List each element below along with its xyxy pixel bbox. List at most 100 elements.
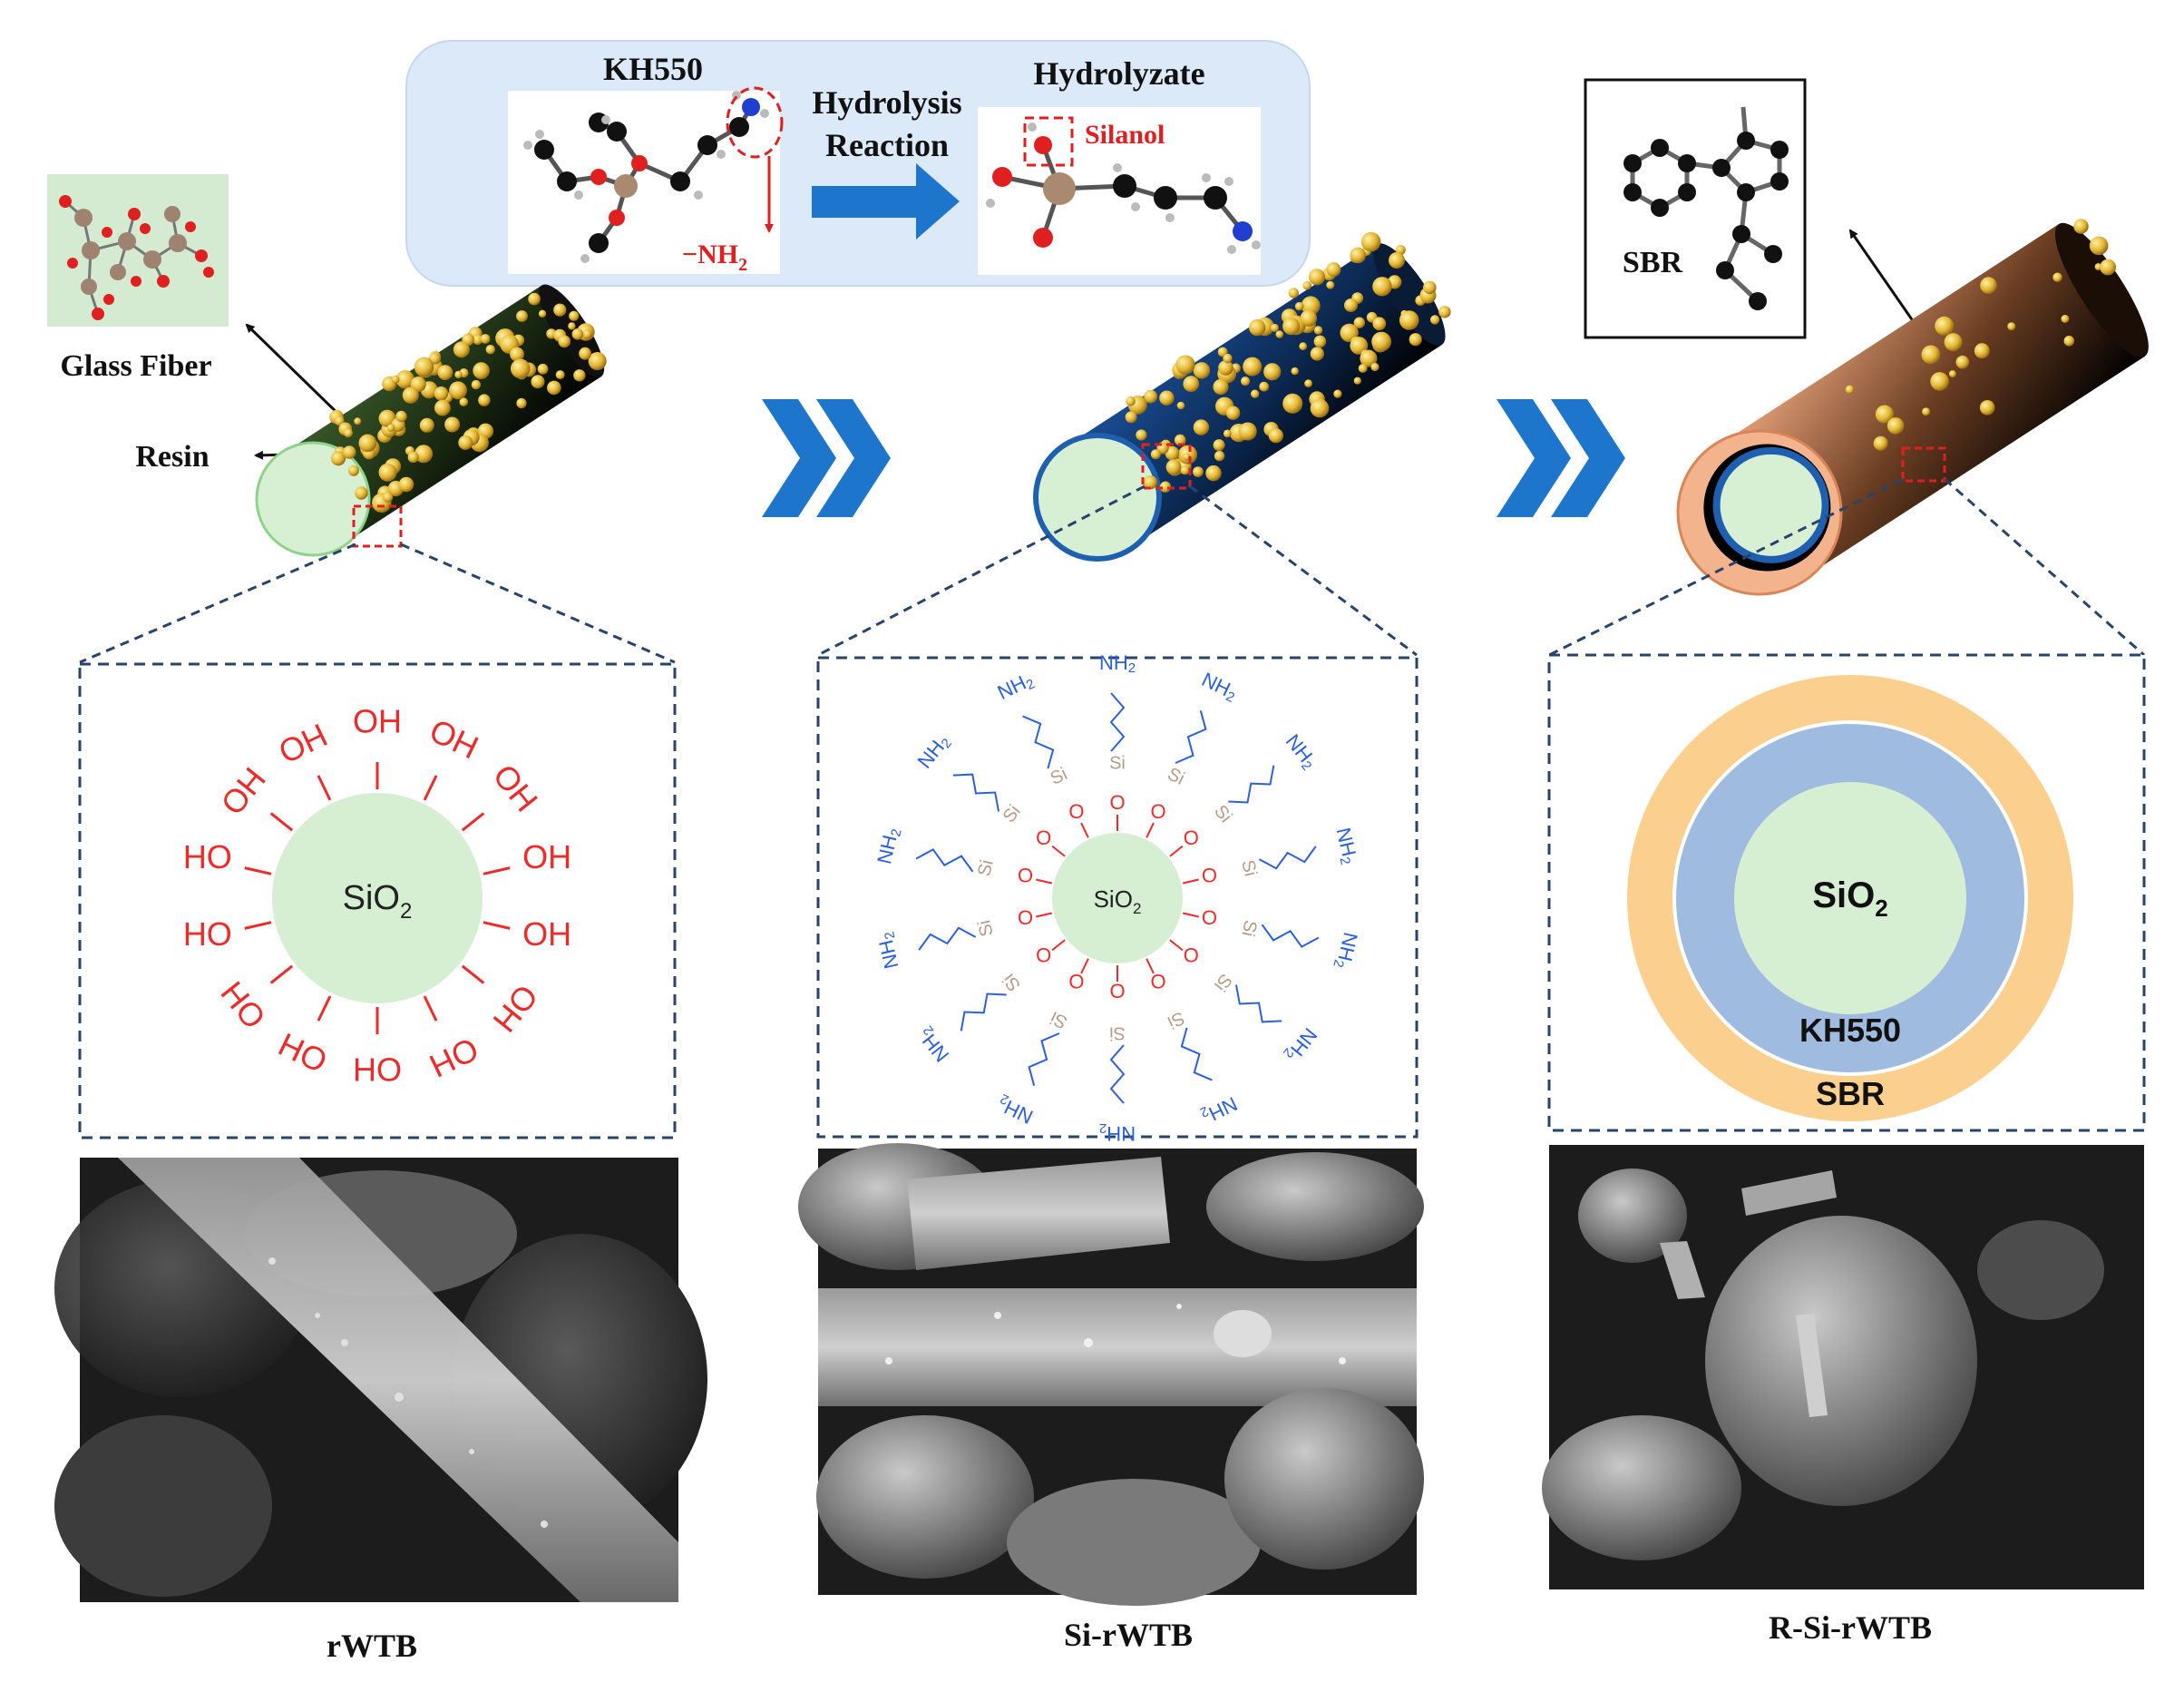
resin-particle bbox=[1350, 337, 1369, 355]
resin-particle bbox=[342, 445, 356, 459]
resin-particle bbox=[419, 417, 434, 433]
resin-particle bbox=[398, 476, 414, 493]
core-label-r-si-rwtb: SiO2 bbox=[1812, 875, 1887, 922]
propyl-chain bbox=[915, 848, 974, 873]
kh550-molecule: −NH2 bbox=[508, 86, 784, 275]
resin-particle bbox=[1259, 381, 1270, 392]
resin-particle bbox=[1930, 372, 1949, 391]
hydroxyl-bond bbox=[483, 866, 511, 875]
resin-particle bbox=[558, 335, 571, 348]
fiber-si-rwtb bbox=[1033, 231, 1451, 562]
o-bond bbox=[1036, 912, 1053, 918]
resin-particle bbox=[1409, 333, 1422, 347]
silicon-label: Si bbox=[974, 918, 997, 938]
oxygen-label: O bbox=[1036, 826, 1051, 849]
resin-particle bbox=[459, 397, 469, 406]
resin-particle bbox=[347, 465, 359, 476]
resin-particle bbox=[1313, 326, 1323, 335]
propyl-chain bbox=[1235, 984, 1282, 1023]
sbr-inset bbox=[1584, 78, 1807, 339]
resin-particle bbox=[547, 380, 561, 396]
o-bond bbox=[1051, 845, 1066, 857]
amine-group-label: NH2 bbox=[1099, 651, 1136, 676]
oxygen-label: O bbox=[1109, 791, 1125, 814]
silicon-label: Si bbox=[974, 858, 997, 878]
resin-particle bbox=[1159, 481, 1172, 493]
sem-image-si-rwtb bbox=[798, 1143, 1424, 1606]
silicon-label: Si bbox=[1109, 1023, 1126, 1043]
resin-particle bbox=[1183, 376, 1200, 392]
o-bond bbox=[1080, 958, 1089, 974]
resin-particle bbox=[1974, 343, 1990, 359]
resin-particle bbox=[568, 322, 576, 330]
resin-particle bbox=[407, 451, 419, 464]
glass-fiber-inset bbox=[47, 174, 229, 327]
resin-particle bbox=[1175, 355, 1195, 375]
resin-particle bbox=[2063, 336, 2075, 347]
resin-particle bbox=[1291, 367, 1299, 376]
resin-particle bbox=[1205, 465, 1222, 482]
propyl-chain bbox=[1022, 715, 1055, 769]
reaction-label-line2: Reaction bbox=[825, 127, 949, 163]
resin-particle bbox=[1251, 389, 1260, 398]
resin-particle bbox=[1326, 280, 1335, 289]
sbr-inset-label: SBR bbox=[1623, 246, 1683, 279]
hydroxyl-label: HO bbox=[183, 915, 232, 953]
resin-particle bbox=[1282, 318, 1301, 336]
resin-particle bbox=[354, 417, 362, 425]
resin-particle bbox=[382, 492, 394, 503]
resin-particle bbox=[1223, 429, 1232, 438]
resin-particle bbox=[2061, 315, 2070, 323]
propyl-chain bbox=[1175, 710, 1207, 764]
resin-particle bbox=[473, 362, 490, 379]
resin-particle bbox=[1193, 362, 1211, 379]
amine-group-label: NH2 bbox=[1099, 1120, 1136, 1145]
resin-particle bbox=[2100, 259, 2117, 276]
resin-particle bbox=[1159, 390, 1175, 406]
hydroxyl-bond bbox=[423, 995, 438, 1022]
resin-particle bbox=[414, 445, 434, 464]
resin-particle bbox=[1873, 435, 1888, 451]
resin-particle bbox=[1213, 378, 1229, 396]
resin-particle bbox=[1299, 342, 1308, 351]
hydroxyl-label: HO bbox=[353, 1051, 402, 1089]
resin-particle bbox=[1176, 401, 1185, 410]
resin-particle bbox=[510, 347, 524, 362]
resin-particle bbox=[478, 394, 491, 406]
resin-particle bbox=[480, 334, 491, 344]
resin-particle bbox=[1980, 277, 1997, 294]
resin-particle bbox=[531, 375, 545, 389]
oxygen-label: O bbox=[1184, 826, 1199, 849]
resin-particle bbox=[1948, 370, 1956, 378]
resin-particle bbox=[1268, 428, 1283, 444]
core-label-rwtb: SiO2 bbox=[343, 879, 413, 924]
hydroxyl-bond bbox=[317, 775, 332, 801]
resin-particle bbox=[1935, 316, 1955, 336]
reaction-panel: −NH2 KH550 Hydrolysis Reaction bbox=[405, 40, 1311, 287]
resin-particle bbox=[573, 369, 586, 382]
hydroxyl-label: OH bbox=[522, 838, 571, 875]
resin-particle bbox=[1353, 376, 1361, 385]
sbr-ring-label: SBR bbox=[1816, 1075, 1885, 1112]
resin-particle bbox=[449, 381, 467, 400]
resin-particle bbox=[1218, 360, 1233, 376]
resin-particle bbox=[1136, 429, 1147, 441]
amine-label: −NH2 bbox=[682, 240, 747, 275]
resin-particle bbox=[1223, 353, 1233, 364]
oxygen-label: O bbox=[1151, 971, 1166, 993]
resin-particle bbox=[454, 370, 463, 379]
zoom-lines bbox=[79, 477, 2145, 664]
resin-particle bbox=[1193, 419, 1210, 435]
resin-particle bbox=[386, 424, 395, 432]
resin-particle bbox=[1225, 406, 1241, 420]
hydroxyl-bond bbox=[244, 921, 272, 930]
resin-particle bbox=[1249, 318, 1266, 337]
resin-particle bbox=[1921, 345, 1941, 365]
resin-particle bbox=[1399, 310, 1419, 330]
resin-particle bbox=[1263, 363, 1282, 381]
silicon-label: Si bbox=[1109, 753, 1126, 773]
resin-particle bbox=[485, 345, 495, 355]
hydroxyl-label: OH bbox=[522, 915, 571, 953]
resin-particle bbox=[1423, 280, 1437, 295]
